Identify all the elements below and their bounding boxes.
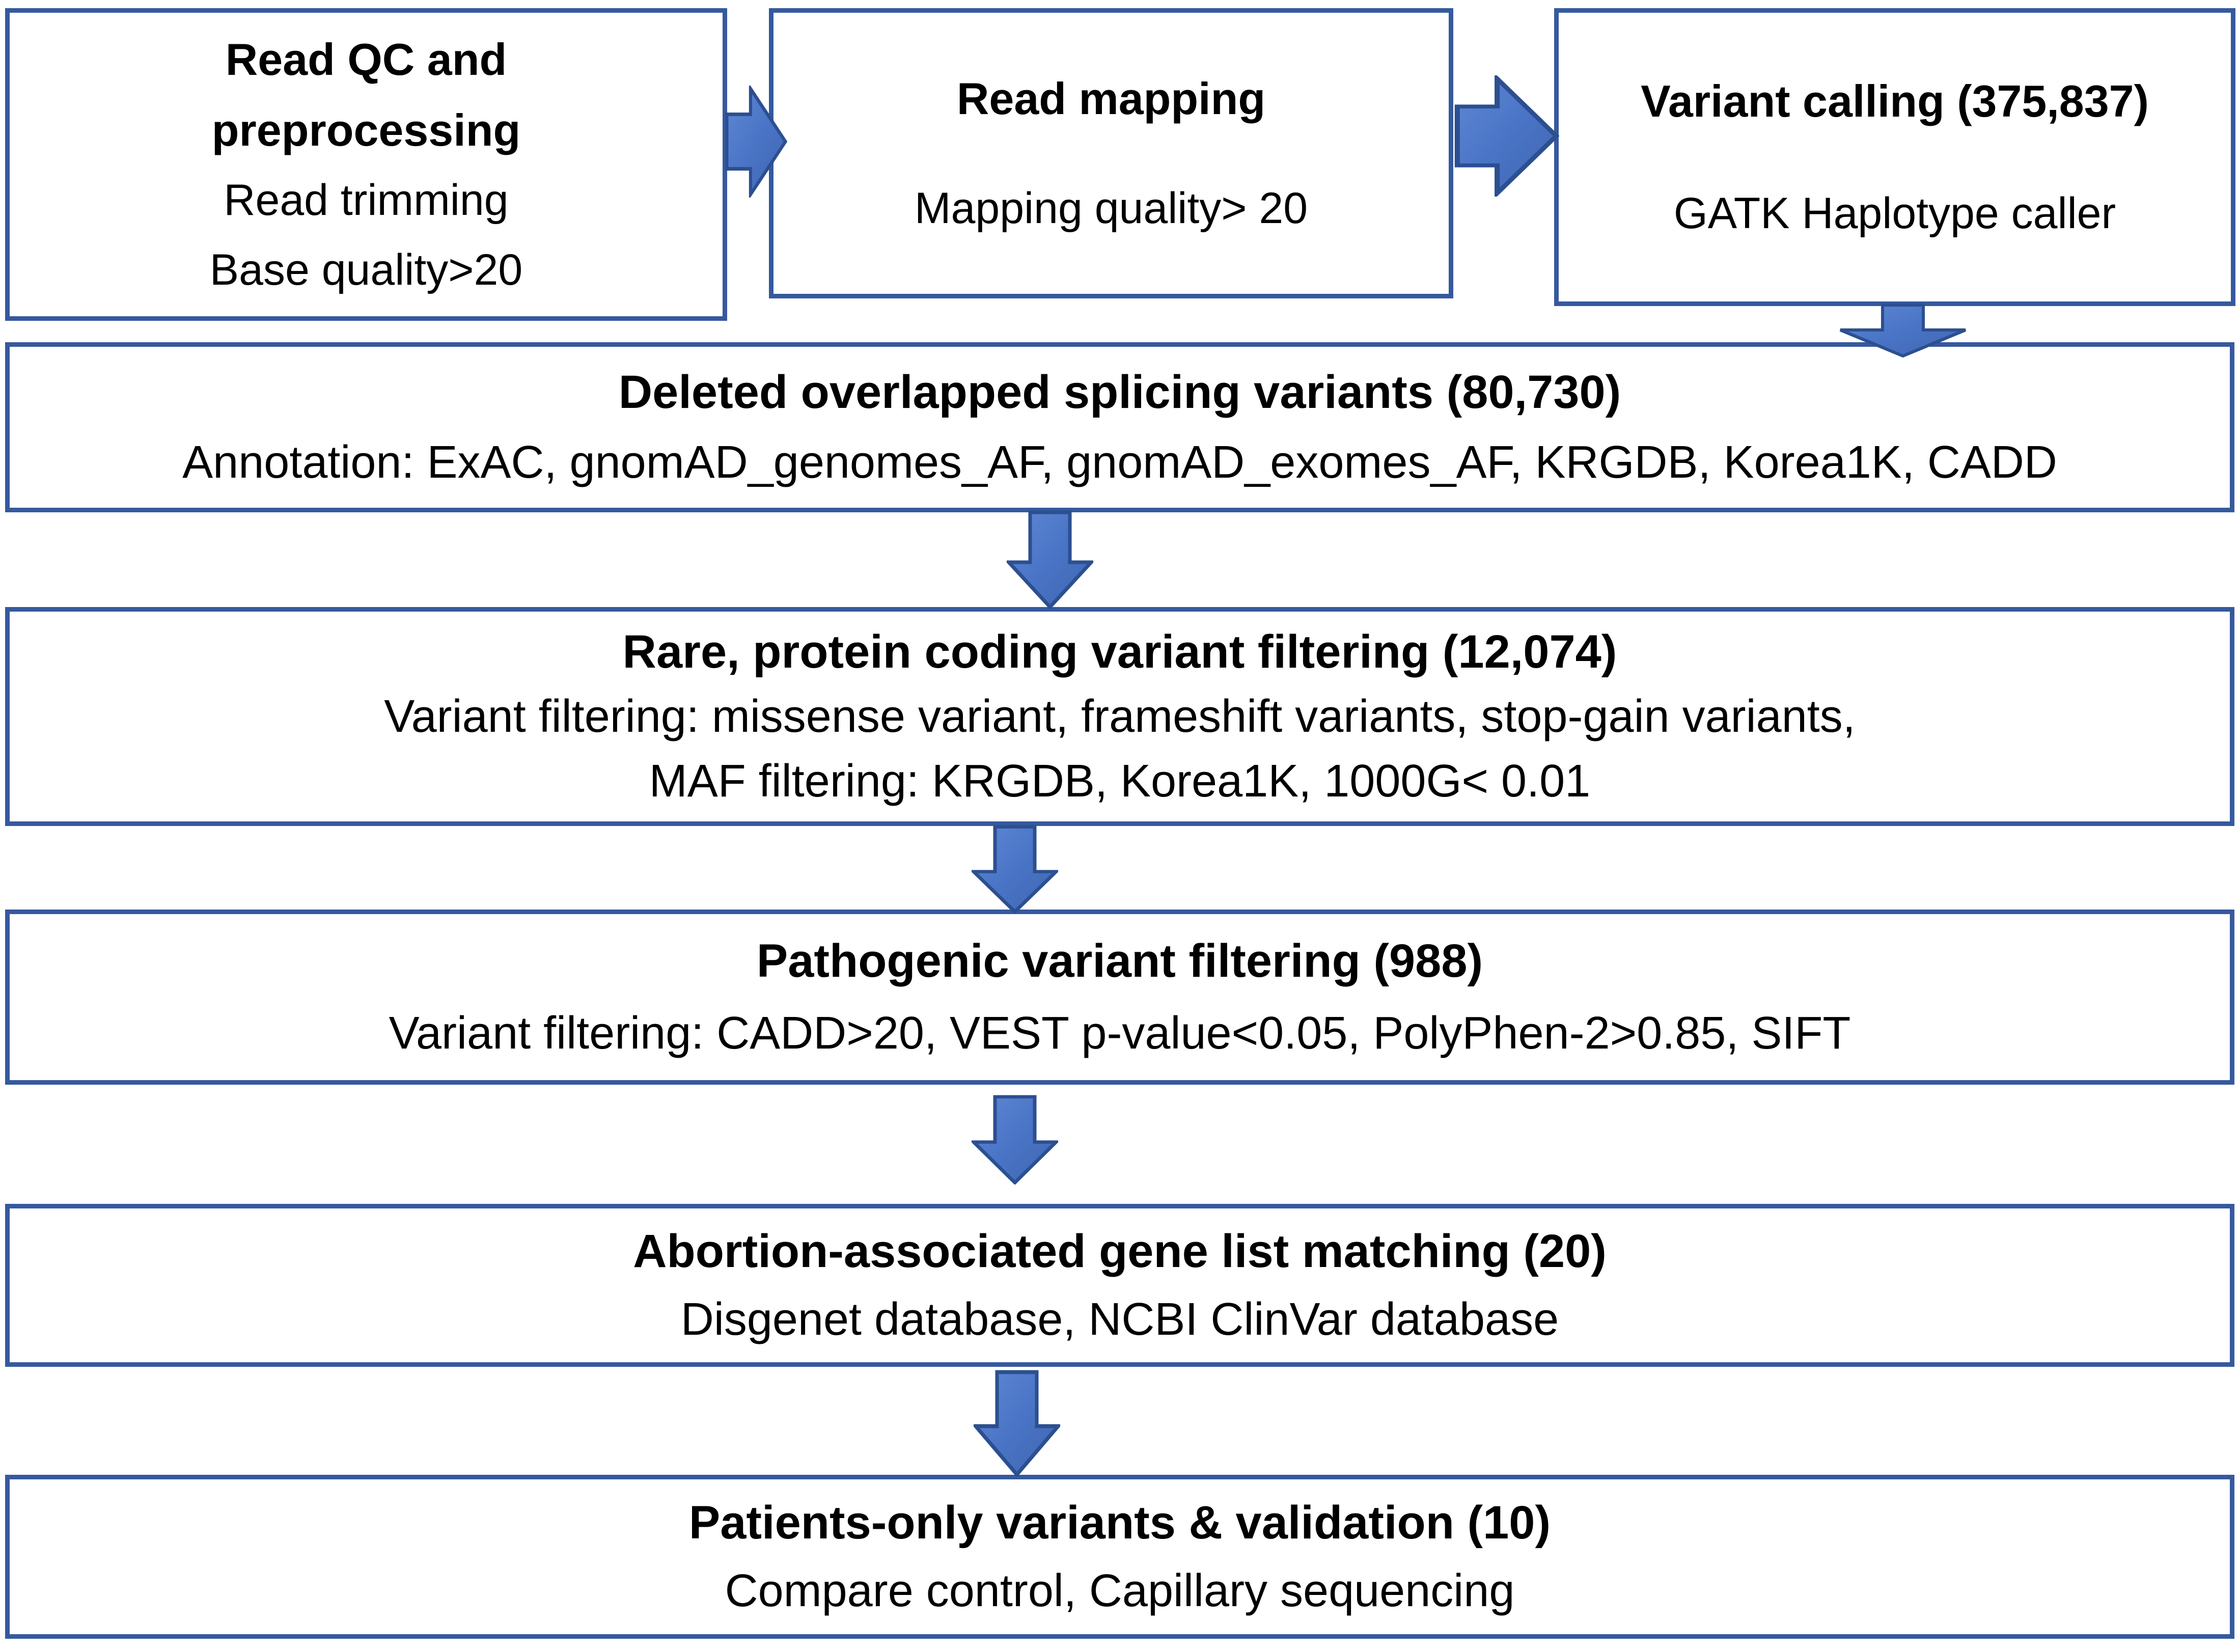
box-body-line: MAF filtering: KRGDB, Korea1K, 1000G< 0.… [649,756,1591,807]
box-body: Compare control, Capillary sequencing [725,1565,1515,1616]
down-arrow-icon [972,825,1058,914]
flow-box-splicing-variants: Deleted overlapped splicing variants (80… [5,342,2234,512]
down-arrow-icon [1838,304,1968,357]
box-body-line: Variant filtering: missense variant, fra… [384,691,1856,742]
box-title: Pathogenic variant filtering (988) [756,935,1483,987]
box-title: Rare, protein coding variant filtering (… [622,625,1617,678]
box-body-line: Read trimming [224,176,509,225]
box-body: Variant filtering: CADD>20, VEST p-value… [389,1007,1851,1059]
flow-box-variant-calling: Variant calling (375,837) GATK Haplotype… [1554,8,2235,306]
box-body: GATK Haplotype caller [1673,188,2116,238]
right-arrow-icon [725,86,787,198]
down-arrow-icon [1007,510,1093,609]
box-title: Deleted overlapped splicing variants (80… [618,366,1621,418]
flow-box-read-qc-preprocessing: Read QC and preprocessing Read trimming … [5,8,727,321]
flow-box-abortion-gene-list-matching: Abortion-associated gene list matching (… [5,1204,2234,1367]
flow-box-pathogenic-filtering: Pathogenic variant filtering (988) Varia… [5,910,2234,1085]
right-arrow-icon [1454,75,1559,197]
box-body: Annotation: ExAC, gnomAD_genomes_AF, gno… [182,436,2057,488]
box-body: Disgenet database, NCBI ClinVar database [680,1293,1559,1345]
box-body: Mapping quality> 20 [914,183,1308,233]
flow-box-read-mapping: Read mapping Mapping quality> 20 [769,8,1453,298]
box-title: Read mapping [956,73,1266,124]
down-arrow-icon [972,1095,1058,1185]
flow-box-patients-only-validation: Patients-only variants & validation (10)… [5,1475,2234,1639]
box-body-line: Base quality>20 [209,245,523,295]
box-title-line: preprocessing [211,105,521,156]
box-title: Variant calling (375,837) [1641,76,2149,127]
box-title: Abortion-associated gene list matching (… [633,1225,1607,1278]
box-title: Patients-only variants & validation (10) [688,1496,1551,1549]
flow-box-rare-protein-coding-filtering: Rare, protein coding variant filtering (… [5,607,2234,826]
box-title-line: Read QC and [225,34,507,85]
down-arrow-icon [974,1370,1060,1477]
